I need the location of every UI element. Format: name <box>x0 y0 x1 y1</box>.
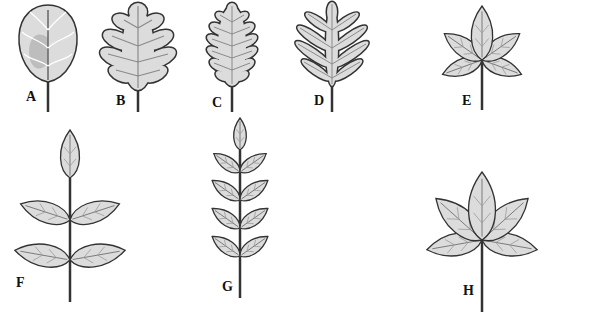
pinnate-leaf <box>208 118 271 298</box>
part-letter: G <box>222 280 233 294</box>
pinnate-leaf <box>13 130 127 302</box>
part-letter: A <box>26 90 36 104</box>
part-letter: D <box>314 94 324 108</box>
toothed-leaf <box>205 3 259 112</box>
part-letter: C <box>212 96 222 110</box>
palmate-leaf <box>425 172 539 312</box>
part-letter: E <box>462 94 471 108</box>
simple-leaf <box>19 5 77 112</box>
part-letter: F <box>16 276 25 290</box>
divided-leaf <box>293 2 371 112</box>
part-letter: B <box>116 94 125 108</box>
palmate-leaf <box>439 6 525 110</box>
part-letter: H <box>463 284 474 298</box>
lobed-leaf <box>97 3 179 112</box>
